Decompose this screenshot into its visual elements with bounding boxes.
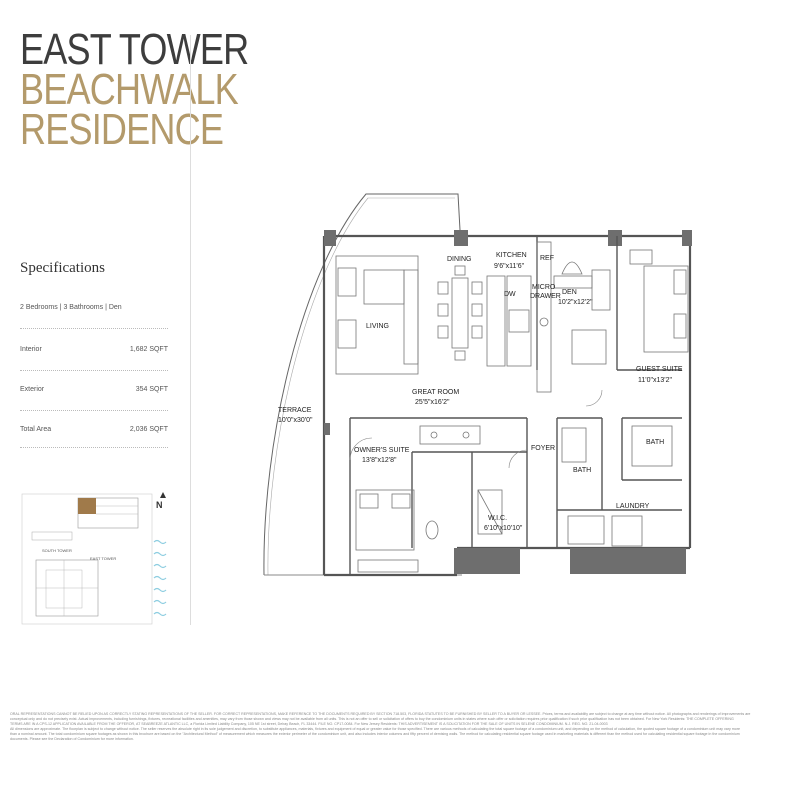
label-wic: W.I.C. bbox=[488, 515, 507, 522]
label-den-dim: 10'2"x12'2" bbox=[558, 299, 593, 306]
door-swings bbox=[349, 389, 603, 469]
floor-plan: DINING KITCHEN 9'6"x11'6" REF DW MICRO D… bbox=[263, 193, 692, 577]
water-waves-icon bbox=[153, 539, 167, 617]
label-owners-suite-dim: 13'8"x12'8" bbox=[362, 457, 397, 464]
title-line-3: RESIDENCE bbox=[20, 105, 224, 154]
site-outline bbox=[21, 493, 153, 625]
vertical-divider bbox=[190, 35, 191, 625]
label-owners-suite: OWNER'S SUITE bbox=[354, 447, 410, 454]
divider-rule bbox=[20, 328, 168, 329]
owner-bed bbox=[355, 489, 419, 573]
interior-walls bbox=[349, 236, 682, 575]
kitchen-fixtures bbox=[486, 241, 552, 393]
label-den: DEN bbox=[562, 289, 577, 296]
guest-bed bbox=[629, 249, 689, 353]
spec-row-exterior: Exterior 354 SQFT bbox=[20, 386, 168, 393]
site-key-plan: SOUTH TOWER EAST TOWER N bbox=[21, 492, 167, 625]
label-terrace-dim: 10'0"x30'0" bbox=[278, 417, 313, 424]
spec-label: Total Area bbox=[20, 426, 52, 433]
dining-set bbox=[437, 265, 483, 361]
label-dw: DW bbox=[504, 291, 516, 298]
label-guest-suite: GUEST SUITE bbox=[636, 366, 683, 373]
title-line-1: EAST TOWER bbox=[20, 25, 249, 74]
title-line-2: BEACHWALK bbox=[20, 65, 239, 114]
divider-rule bbox=[20, 370, 168, 371]
legal-disclaimer: ORAL REPRESENTATIONS CANNOT BE RELIED UP… bbox=[10, 712, 790, 742]
left-panel: EAST TOWER BEACHWALK RESIDENCE Specifica… bbox=[0, 0, 249, 640]
disclaimer-line: ORAL REPRESENTATIONS CANNOT BE RELIED UP… bbox=[10, 712, 751, 716]
east-tower-label: EAST TOWER bbox=[90, 556, 116, 561]
disclaimer-line: than a nominal amount. The total condomi… bbox=[10, 732, 740, 736]
spec-row-interior: Interior 1,682 SQFT bbox=[20, 346, 168, 353]
label-bath-guest: BATH bbox=[646, 439, 664, 446]
den-furniture bbox=[553, 261, 611, 365]
label-micro: MICRO bbox=[532, 284, 556, 291]
unit-title: EAST TOWER BEACHWALK RESIDENCE bbox=[20, 25, 299, 154]
site-block bbox=[31, 531, 73, 541]
living-furniture bbox=[335, 255, 419, 375]
label-wic-dim: 6'10"x10'10" bbox=[484, 525, 523, 532]
south-tower-label: SOUTH TOWER bbox=[42, 548, 72, 553]
label-laundry: LAUNDRY bbox=[616, 503, 650, 510]
structural-columns bbox=[324, 230, 692, 574]
specifications-heading: Specifications bbox=[20, 260, 105, 276]
spec-label: Exterior bbox=[20, 386, 45, 393]
disclaimer-line: TERMS ARE IN A CPS-12 APPLICATION AVAILA… bbox=[10, 722, 608, 726]
label-guest-suite-dim: 11'0"x13'2" bbox=[638, 377, 672, 384]
spec-value: 1,682 SQFT bbox=[129, 346, 168, 353]
unit-highlight bbox=[78, 498, 96, 514]
disclaimer-line: documents. Please see the Declaration of… bbox=[10, 737, 134, 741]
spec-value: 2,036 SQFT bbox=[129, 426, 168, 433]
label-kitchen-dim: 9'6"x11'6" bbox=[494, 263, 525, 270]
terrace-curve bbox=[263, 193, 461, 576]
spec-value: 354 SQFT bbox=[135, 386, 168, 393]
label-foyer: FOYER bbox=[531, 445, 555, 452]
label-bath-hall: BATH bbox=[573, 467, 591, 474]
label-great-room-dim: 25'5"x16'2" bbox=[415, 399, 450, 406]
spec-label: Interior bbox=[20, 346, 42, 353]
divider-rule bbox=[20, 447, 168, 448]
label-kitchen: KITCHEN bbox=[496, 252, 527, 259]
label-living: LIVING bbox=[366, 323, 389, 330]
label-dining: DINING bbox=[447, 256, 472, 263]
room-labels: DINING KITCHEN 9'6"x11'6" REF DW MICRO D… bbox=[278, 252, 683, 532]
disclaimer-line: All dimensions are approximate. The floo… bbox=[10, 727, 740, 731]
divider-rule bbox=[20, 410, 168, 411]
label-terrace: TERRACE bbox=[278, 407, 312, 414]
label-drawer: DRAWER bbox=[530, 293, 561, 300]
label-ref: REF bbox=[540, 255, 554, 262]
north-label: N bbox=[156, 500, 163, 510]
disclaimer-line: conceptual only and do not precisely exi… bbox=[10, 717, 734, 721]
label-great-room: GREAT ROOM bbox=[412, 389, 459, 396]
specifications-summary: 2 Bedrooms | 3 Bathrooms | Den bbox=[20, 304, 122, 311]
spec-row-total: Total Area 2,036 SQFT bbox=[20, 426, 168, 433]
bath-fixtures bbox=[419, 425, 673, 547]
north-arrow-icon bbox=[160, 492, 166, 498]
